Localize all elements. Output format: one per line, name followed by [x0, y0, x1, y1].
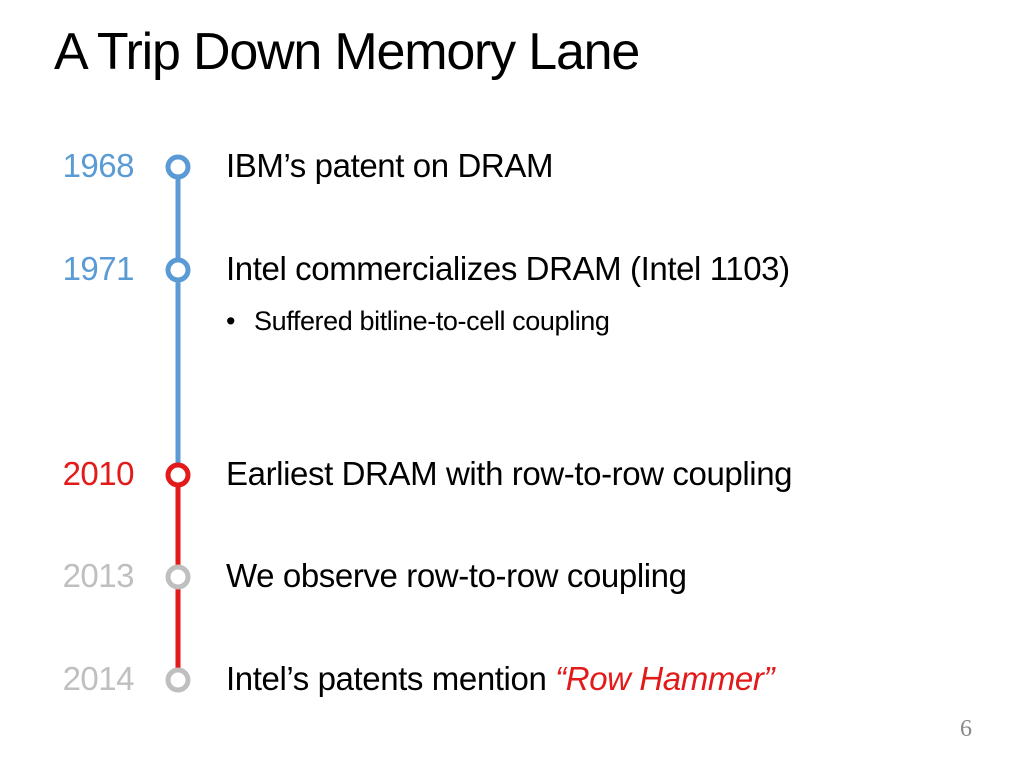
year-1971: 1971 — [62, 250, 135, 287]
slide-title: A Trip Down Memory Lane — [54, 23, 640, 81]
bullet-glyph: • — [226, 306, 236, 336]
timeline-marker-2014 — [165, 667, 191, 693]
timeline-marker-2013 — [165, 564, 191, 590]
timeline-marker-1968 — [165, 154, 191, 180]
year-2010: 2010 — [62, 455, 135, 492]
event-1971-bullet: • Suffered bitline-to-cell coupling — [226, 306, 610, 337]
event-2014: Intel’s patents mention “Row Hammer” — [226, 660, 774, 698]
timeline-marker-1971 — [165, 257, 191, 283]
year-2013: 2013 — [62, 557, 135, 594]
event-1968: IBM’s patent on DRAM — [226, 147, 554, 184]
event-2010: Earliest DRAM with row-to-row coupling — [226, 455, 793, 492]
year-1968: 1968 — [62, 147, 135, 184]
event-1971: Intel commercializes DRAM (Intel 1103) — [226, 250, 790, 287]
event-1971-sub: Suffered bitline-to-cell coupling — [254, 306, 610, 336]
page-number: 6 — [960, 716, 972, 742]
year-2014: 2014 — [62, 660, 135, 697]
timeline-marker-2010 — [165, 462, 191, 488]
event-2014-highlight: “Row Hammer” — [555, 660, 775, 697]
event-2014-prefix: Intel’s patents mention — [226, 660, 556, 697]
event-2013: We observe row-to-row coupling — [226, 557, 687, 594]
